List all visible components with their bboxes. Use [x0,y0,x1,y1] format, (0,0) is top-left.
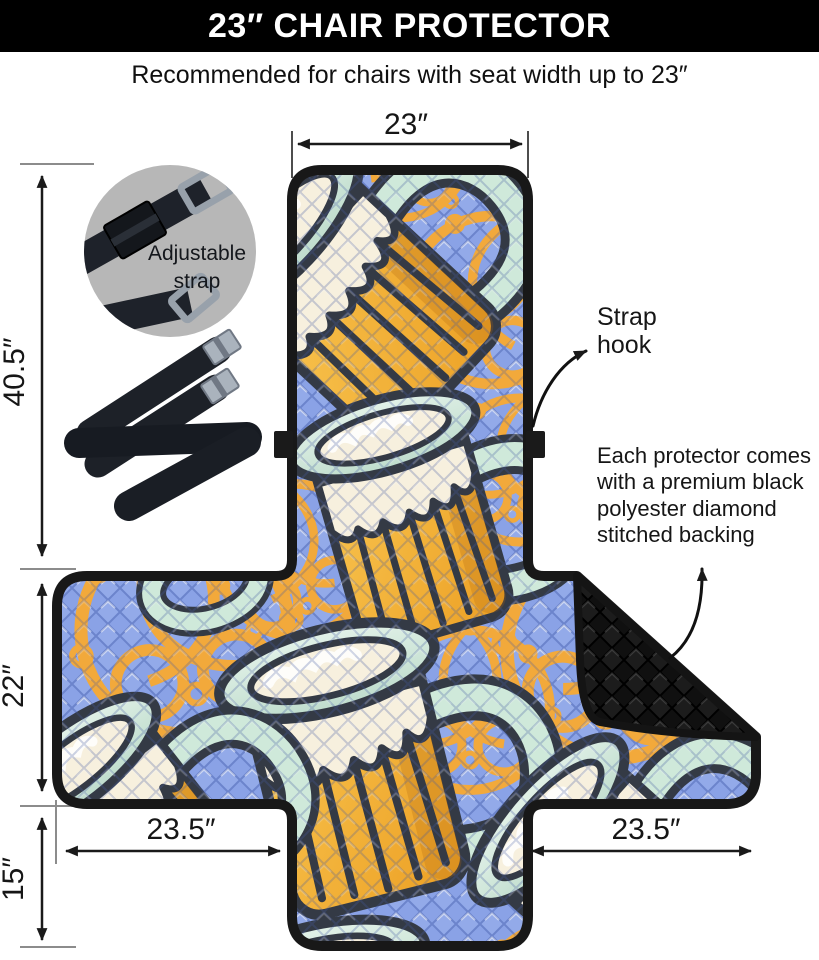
dim-top-width-label: 23″ [384,108,428,141]
dimension-annotations: 23″ 40.5″ 22″ 15″ 23.5″ 23.5″ [0,108,753,942]
subtitle: Recommended for chairs with seat width u… [131,61,688,89]
strap-hook-label-line1: Strap [597,303,657,331]
header-bar: 23″ CHAIR PROTECTOR [0,0,819,52]
protector-outline [52,165,761,951]
adjustable-strap-label-line1: Adjustable [148,242,246,265]
strap-buckle [202,328,242,366]
page-title: 23″ CHAIR PROTECTOR [208,6,611,45]
dim-back-height-label: 40.5″ [0,337,31,406]
inset-metal-hook-bottom [168,272,220,324]
adjustable-strap-label-line2: strap [174,270,221,293]
inset-strap-bottom [84,287,194,337]
dim-left-wing-label: 23.5″ [146,813,215,846]
strap-hook-tab-right [526,431,545,458]
strap-hook-arrow [531,349,588,428]
strap-hook-callout: Strap hook [531,303,657,428]
backing-text-line2: with a premium black [596,469,805,494]
inset-strap-adjuster [103,200,167,260]
strap-buckle [200,367,240,405]
straps-photo [64,328,262,521]
strap-hook-tab-left [274,431,293,458]
dim-front-skirt-label: 15″ [0,857,30,901]
backing-text-line1: Each protector comes [597,443,811,468]
backing-text-line3: polyester diamond [597,496,777,521]
strap-hook-label-line2: hook [597,331,652,359]
backing-fold-corner [573,572,760,741]
backing-callout: Each protector comes with a premium blac… [596,443,811,660]
backing-text-line4: stitched backing [597,522,755,547]
adjustable-strap-inset: Adjustable strap [84,165,256,337]
dim-right-wing-label: 23.5″ [611,813,680,846]
dimension-extension-lines [20,131,529,948]
backing-arrow [668,567,708,660]
dim-wing-height-label: 22″ [0,664,30,708]
